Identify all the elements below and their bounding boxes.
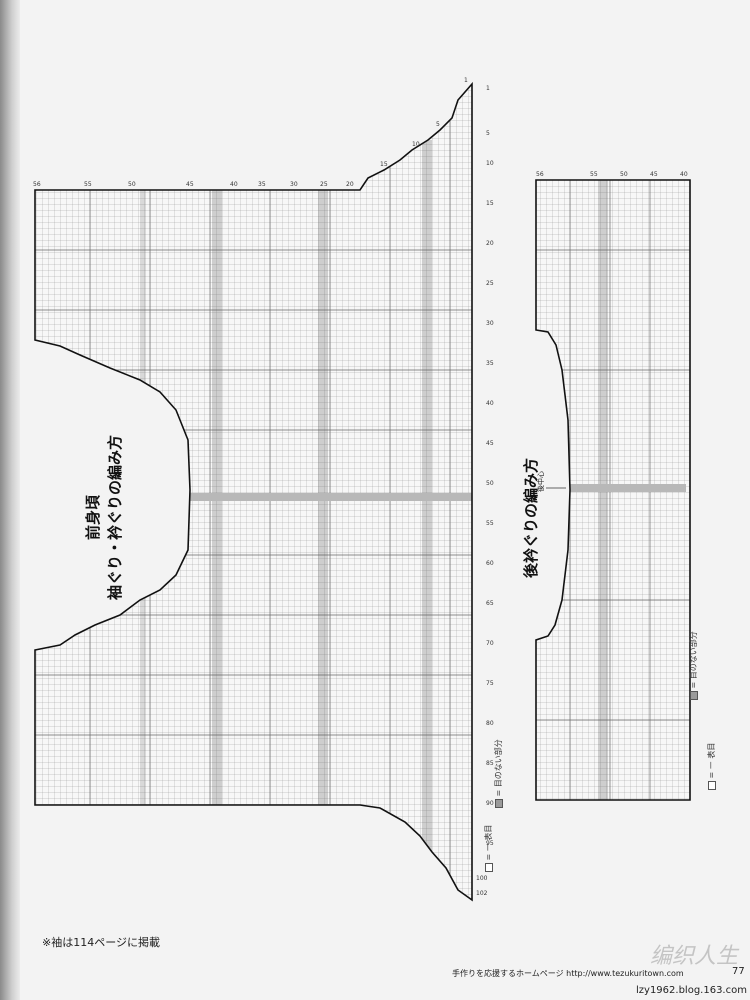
stitch-number: 20 bbox=[346, 181, 354, 188]
stitch-number: 35 bbox=[258, 181, 266, 188]
blog-url: lzy1962.blog.163.com bbox=[636, 985, 747, 996]
row-number: 45 bbox=[486, 440, 494, 447]
row-number: 102 bbox=[476, 890, 488, 897]
sleeve-footnote: ※袖は114ページに掲載 bbox=[42, 936, 160, 949]
back-chart bbox=[535, 179, 691, 801]
stitch-number: 30 bbox=[290, 181, 298, 188]
row-number: 60 bbox=[486, 560, 494, 567]
row-number: 10 bbox=[486, 160, 494, 167]
gray-swatch bbox=[689, 691, 698, 700]
stitch-number: 1 bbox=[464, 77, 468, 84]
row-number: 75 bbox=[486, 680, 494, 687]
stitch-number: 55 bbox=[84, 181, 92, 188]
stitch-number: 56 bbox=[536, 171, 544, 178]
row-number: 95 bbox=[486, 840, 494, 847]
white-swatch bbox=[707, 781, 716, 790]
legend-text: = ㇐ 表目 bbox=[484, 824, 493, 861]
row-number: 25 bbox=[486, 280, 494, 287]
row-number: 35 bbox=[486, 360, 494, 367]
stitch-number: 15 bbox=[380, 161, 388, 168]
row-number: 20 bbox=[486, 240, 494, 247]
row-number: 100 bbox=[476, 875, 488, 882]
front-chart-title: 前身頃 bbox=[84, 494, 102, 540]
stitch-number: 25 bbox=[320, 181, 328, 188]
row-number: 50 bbox=[486, 480, 494, 487]
stitch-number: 50 bbox=[620, 171, 628, 178]
front-legend-none: = 目のない部分 bbox=[493, 739, 504, 808]
footer-url-text: 手作りを応援するホームページ http://www.tezukuritown.c… bbox=[452, 969, 684, 978]
stitch-number: 5 bbox=[436, 121, 440, 128]
row-number: 80 bbox=[486, 720, 494, 727]
front-legend-knit: = ㇐ 表目 bbox=[483, 825, 494, 872]
legend-text: = ㇐ 表目 bbox=[707, 742, 716, 779]
stitch-number: 45 bbox=[650, 171, 658, 178]
row-number: 1 bbox=[486, 85, 490, 92]
row-number: 30 bbox=[486, 320, 494, 327]
watermark-logo: 编织人生 bbox=[650, 944, 739, 969]
back-legend-none: = 目のない部分 bbox=[688, 631, 699, 700]
stitch-number: 10 bbox=[412, 141, 420, 148]
legend-text: = 目のない部分 bbox=[494, 739, 503, 797]
white-swatch bbox=[484, 863, 493, 872]
row-number: 55 bbox=[486, 520, 494, 527]
stitch-number: 56 bbox=[33, 181, 41, 188]
row-number: 65 bbox=[486, 600, 494, 607]
row-number: 40 bbox=[486, 400, 494, 407]
row-number: 90 bbox=[486, 800, 494, 807]
row-number: 5 bbox=[486, 130, 490, 137]
row-number: 85 bbox=[486, 760, 494, 767]
stitch-number: 50 bbox=[128, 181, 136, 188]
back-legend-knit: = ㇐ 表目 bbox=[706, 743, 717, 790]
row-number: 70 bbox=[486, 640, 494, 647]
stitch-number: 40 bbox=[230, 181, 238, 188]
stitch-number: 55 bbox=[590, 171, 598, 178]
legend-text: = 目のない部分 bbox=[689, 631, 698, 689]
front-chart-subtitle: 袖ぐり・衿ぐりの編み方 bbox=[106, 434, 124, 600]
gray-swatch bbox=[494, 799, 503, 808]
book-gutter bbox=[0, 0, 20, 1000]
stitch-number: 40 bbox=[680, 171, 688, 178]
stitch-number: 45 bbox=[186, 181, 194, 188]
page-number: 77 bbox=[732, 966, 745, 977]
center-mark-label: 後中心 bbox=[537, 471, 545, 492]
row-number: 15 bbox=[486, 200, 494, 207]
